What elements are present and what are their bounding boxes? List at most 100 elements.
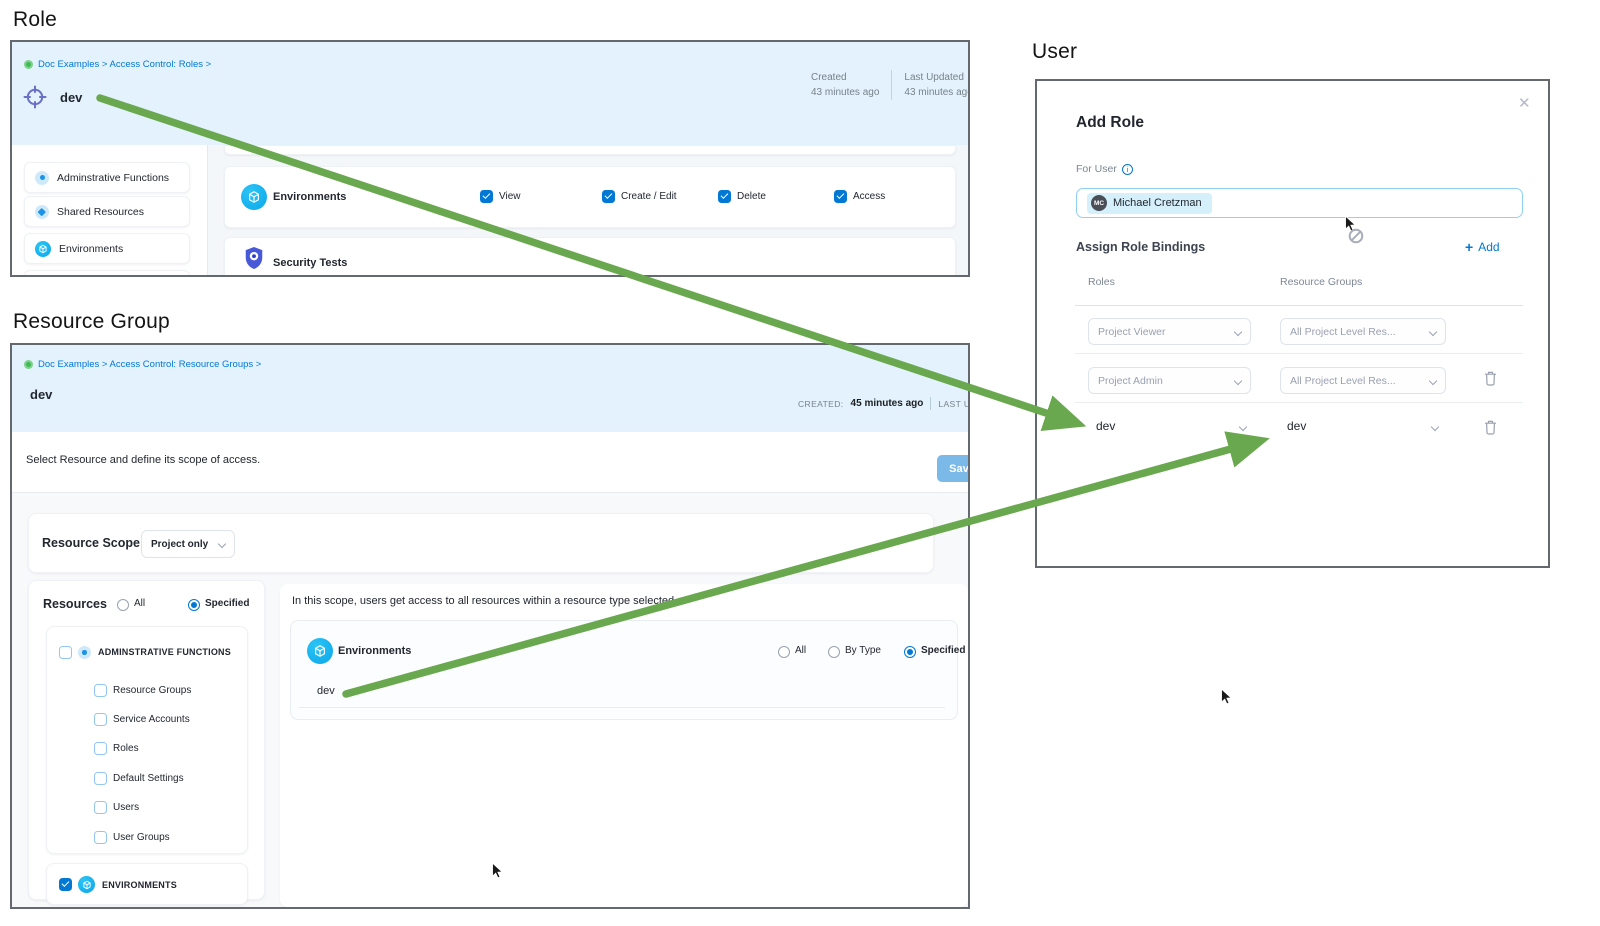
delete-checkbox[interactable] [718, 190, 731, 203]
environments-icon [307, 638, 333, 664]
delete-binding-icon[interactable] [1484, 371, 1497, 386]
resource-group-header: Doc Examples > Access Control: Resource … [12, 345, 968, 432]
updated-label: LAST UPDATED: [938, 398, 970, 409]
roles-label: Roles [113, 743, 139, 754]
users-checkbox[interactable] [94, 801, 107, 814]
admin-functions-label: ADMINSTRATIVE FUNCTIONS [98, 647, 231, 657]
role-select-value: Project Admin [1098, 374, 1163, 387]
environments-checkbox[interactable] [59, 878, 72, 891]
scope-all-label: All [795, 645, 807, 656]
resource-group-content: Resource Scope Project only Resources Al… [12, 493, 968, 907]
delete-checkbox-label: Delete [737, 191, 766, 202]
role-permissions-area: Environments View Create / Edit Delete A… [208, 145, 968, 275]
mouse-cursor-icon [492, 862, 503, 879]
scope-item-divider [299, 707, 945, 708]
environments-group-label: ENVIRONMENTS [102, 880, 177, 890]
user-section-title: User [1032, 40, 1078, 63]
info-icon[interactable]: i [1121, 163, 1133, 175]
breadcrumb[interactable]: Doc Examples > Access Control: Resource … [24, 359, 261, 370]
avatar: MC [1091, 195, 1107, 211]
scope-by-type-label: By Type [845, 645, 881, 656]
role-select-row2[interactable]: Project Admin [1088, 367, 1251, 394]
user-chip-name: Michael Cretzman [1113, 197, 1202, 209]
access-checkbox-label: Access [853, 191, 886, 202]
resources-card: Resources All Specified ADMINSTRATIVE FU… [28, 580, 265, 905]
environments-icon [78, 876, 95, 893]
user-input[interactable]: MC Michael Cretzman [1076, 188, 1523, 218]
resource-group-select-row1[interactable]: All Project Level Res... [1280, 318, 1446, 345]
admin-functions-tree-card: ADMINSTRATIVE FUNCTIONS Resource Groups … [46, 626, 248, 854]
created-value: 43 minutes ago [811, 87, 880, 98]
access-checkbox[interactable] [834, 190, 847, 203]
role-section-title: Role [13, 8, 57, 31]
resource-group-subbar: Select Resource and define its scope of … [12, 432, 968, 493]
delete-binding-icon[interactable] [1484, 420, 1497, 435]
roles-checkbox[interactable] [94, 742, 107, 755]
role-select-row1[interactable]: Project Viewer [1088, 318, 1251, 345]
role-header: Doc Examples > Access Control: Roles > d… [12, 42, 968, 145]
sidebar-item-environments[interactable]: Environments [24, 233, 190, 264]
chevron-down-icon [217, 539, 227, 549]
resources-specified-radio[interactable] [188, 599, 200, 611]
resources-specified-label: Specified [205, 598, 250, 609]
role-select-row3[interactable]: dev [1096, 419, 1116, 433]
mouse-cursor-icon [1221, 688, 1232, 705]
breadcrumb-text[interactable]: Doc Examples > Access Control: Roles > [38, 59, 212, 70]
for-user-label: For User [1076, 163, 1117, 175]
not-allowed-icon [1348, 228, 1364, 244]
scope-specified-radio[interactable] [904, 646, 916, 658]
user-chip[interactable]: MC Michael Cretzman [1087, 192, 1212, 214]
create-edit-checkbox[interactable] [602, 190, 615, 203]
user-groups-label: User Groups [113, 832, 170, 843]
permissions-row-partial [224, 145, 956, 155]
user-groups-checkbox[interactable] [94, 831, 107, 844]
resource-groups-column-header: Resource Groups [1280, 276, 1363, 288]
scope-all-radio[interactable] [778, 646, 790, 658]
meta-divider [891, 70, 893, 100]
sidebar-item-shared-resources[interactable]: Shared Resources [24, 196, 190, 227]
scope-description: In this scope, users get access to all r… [292, 595, 675, 607]
scope-item-dev: dev [317, 685, 335, 697]
table-divider [1075, 305, 1523, 306]
resource-groups-checkbox[interactable] [94, 684, 107, 697]
default-settings-checkbox[interactable] [94, 772, 107, 785]
permissions-row-label: Environments [273, 191, 347, 203]
project-logo-icon [24, 60, 33, 69]
environments-group-card: ENVIRONMENTS [46, 863, 248, 905]
permissions-row-security-tests: Security Tests [224, 237, 956, 275]
save-button[interactable]: Save [937, 455, 968, 482]
chevron-down-icon[interactable] [1238, 422, 1248, 432]
sidebar-item-administrative-functions[interactable]: Adminstrative Functions [24, 162, 190, 193]
chevron-down-icon [1428, 327, 1438, 336]
resources-all-radio[interactable] [117, 599, 129, 611]
resource-group-select-row2[interactable]: All Project Level Res... [1280, 367, 1446, 394]
row-divider [1075, 402, 1523, 403]
default-settings-label: Default Settings [113, 773, 184, 784]
resource-group-meta: CREATED: 45 minutes ago LAST UPDATED: [798, 397, 970, 410]
scope-row-label: Environments [338, 645, 412, 657]
updated-value: 43 minutes ago [904, 87, 970, 98]
sidebar-item-partial[interactable] [24, 270, 190, 275]
plus-icon: + [1465, 239, 1474, 255]
chevron-down-icon[interactable] [1430, 422, 1440, 432]
scope-by-type-radio[interactable] [828, 646, 840, 658]
service-accounts-checkbox[interactable] [94, 713, 107, 726]
resource-groups-label: Resource Groups [113, 685, 192, 696]
admin-functions-checkbox[interactable] [59, 646, 72, 659]
for-user-row: For User i [1076, 163, 1133, 175]
view-checkbox[interactable] [480, 190, 493, 203]
breadcrumb-text[interactable]: Doc Examples > Access Control: Resource … [38, 359, 262, 370]
environments-icon [241, 184, 267, 210]
resource-scope-select[interactable]: Project only [141, 530, 235, 558]
resources-label: Resources [43, 597, 107, 611]
close-icon[interactable]: ✕ [1518, 95, 1531, 112]
add-binding-button[interactable]: + Add [1465, 239, 1500, 255]
resource-scope-card: Resource Scope Project only [28, 513, 934, 573]
service-accounts-label: Service Accounts [113, 714, 190, 725]
row-divider [1075, 353, 1523, 354]
environments-icon [35, 240, 51, 257]
chevron-down-icon [1233, 376, 1243, 385]
resource-group-select-row3[interactable]: dev [1287, 419, 1307, 433]
breadcrumb[interactable]: Doc Examples > Access Control: Roles > [24, 59, 211, 70]
